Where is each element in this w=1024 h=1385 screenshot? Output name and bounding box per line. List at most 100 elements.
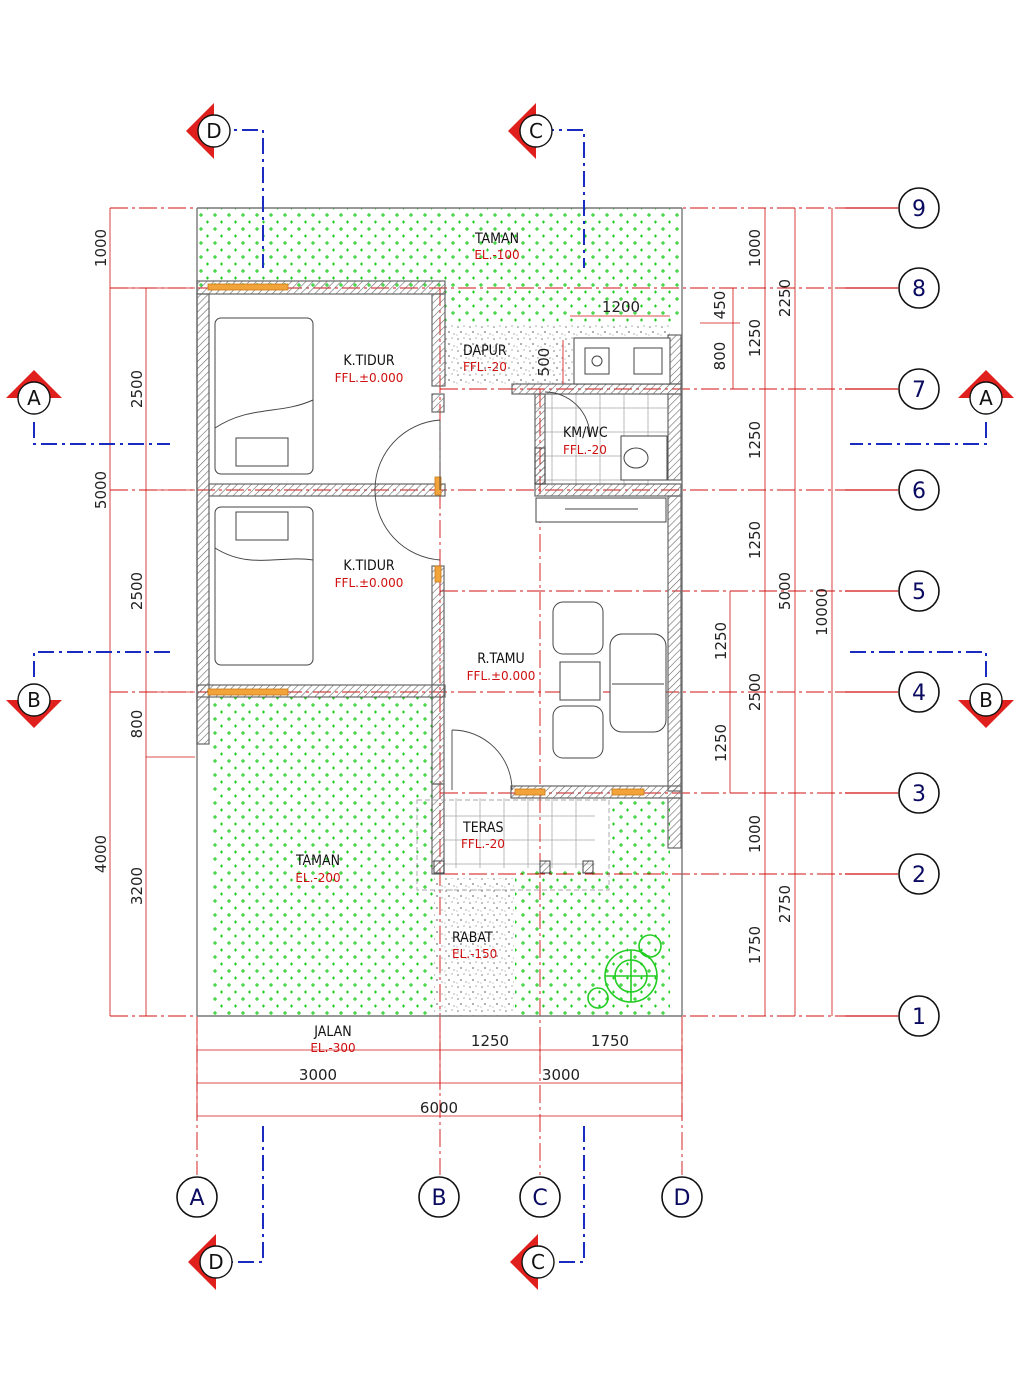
tree-symbol xyxy=(587,934,662,1009)
section-marker-a-left: A xyxy=(6,370,62,415)
svg-text:C: C xyxy=(531,1250,545,1274)
dim-bottom-1a: 1250 xyxy=(471,1032,509,1050)
dim-right-mid-2: 5000 xyxy=(776,572,794,610)
dim-right-inner-1: 1000 xyxy=(746,229,764,267)
garden-hatch xyxy=(197,208,682,1017)
dim-dapur-depth: 500 xyxy=(535,348,553,377)
dim-left-outer-3: 4000 xyxy=(92,835,110,873)
dim-left-inner-1: 2500 xyxy=(128,370,146,408)
dim-left-inner-2: 2500 xyxy=(128,572,146,610)
taman-top-level: EL.-100 xyxy=(474,248,519,262)
svg-text:5: 5 xyxy=(912,580,926,605)
dapur-level: FFL.-20 xyxy=(463,360,507,374)
svg-text:A: A xyxy=(189,1186,204,1211)
dim-bottom-3: 6000 xyxy=(420,1099,458,1117)
section-marker-c-bottom: C xyxy=(510,1234,555,1290)
grid-row-9: 9 xyxy=(845,187,940,229)
dim-right-small-2: 800 xyxy=(711,342,729,371)
grid-col-d: D xyxy=(661,1176,703,1218)
kt2-level: FFL.±0.000 xyxy=(335,576,404,590)
taman-top-name: TAMAN xyxy=(474,231,519,247)
svg-text:D: D xyxy=(674,1186,691,1211)
dim-dapur-width: 1200 xyxy=(602,298,640,316)
jalan-name: JALAN xyxy=(313,1024,351,1040)
dim-right-inner-7: 1750 xyxy=(746,926,764,964)
rabat-paving xyxy=(434,878,514,1016)
grid-col-a: A xyxy=(176,1176,218,1218)
bed-1 xyxy=(214,317,314,475)
svg-text:9: 9 xyxy=(912,197,926,222)
windows xyxy=(207,283,645,796)
dim-bottom-2b: 3000 xyxy=(542,1066,580,1084)
dim-right-inner-4: 1250 xyxy=(746,521,764,559)
dim-left-inner-4: 3200 xyxy=(128,867,146,905)
dim-right-inner-6: 1000 xyxy=(746,815,764,853)
sofa-set xyxy=(552,601,667,759)
svg-text:A: A xyxy=(27,386,41,410)
grid-col-b: B xyxy=(418,1176,460,1218)
tamu-name: R.TAMU xyxy=(477,651,525,667)
section-marker-d-top: D xyxy=(186,103,231,159)
dim-right-mid-3: 2750 xyxy=(776,885,794,923)
kmwc-name: KM/WC xyxy=(563,425,608,441)
dim-tamu-2: 1250 xyxy=(712,724,730,762)
svg-text:1: 1 xyxy=(912,1005,926,1030)
dim-tamu-1: 1250 xyxy=(712,622,730,660)
grid-row-3: 3 xyxy=(845,772,940,814)
dim-right-inner-5: 2500 xyxy=(746,673,764,711)
svg-text:4: 4 xyxy=(912,681,926,706)
rabat-name: RABAT xyxy=(452,930,493,946)
dim-left-outer-1: 1000 xyxy=(92,229,110,267)
svg-text:B: B xyxy=(431,1186,446,1211)
dim-bottom-2a: 3000 xyxy=(299,1066,337,1084)
grid-row-8: 8 xyxy=(845,267,940,309)
grid-col-c: C xyxy=(519,1176,561,1218)
tamu-level: FFL.±0.000 xyxy=(467,669,536,683)
grid-row-4: 4 xyxy=(845,671,940,713)
dim-right-inner-3: 1250 xyxy=(746,421,764,459)
kitchen-counter xyxy=(573,337,671,385)
kt1-name: K.TIDUR xyxy=(343,353,395,369)
section-marker-d-bottom: D xyxy=(188,1234,233,1290)
jalan-level: EL.-300 xyxy=(310,1041,355,1055)
dim-left-outer-2: 5000 xyxy=(92,471,110,509)
svg-text:D: D xyxy=(206,119,221,143)
grid-row-7: 7 xyxy=(845,368,940,410)
dim-right-inner-2: 1250 xyxy=(746,319,764,357)
dim-right-mid-1: 2250 xyxy=(776,279,794,317)
dim-left-inner-3: 800 xyxy=(128,710,146,739)
teras-tiles xyxy=(443,798,595,868)
svg-text:7: 7 xyxy=(912,378,926,403)
dim-right-outer: 10000 xyxy=(813,588,831,636)
grid-column-markers: A B C D xyxy=(176,1176,703,1218)
svg-text:3: 3 xyxy=(912,782,926,807)
section-marker-c-top: C xyxy=(508,103,553,159)
grid-row-2: 2 xyxy=(845,853,940,895)
terrace-columns xyxy=(433,860,594,874)
svg-text:6: 6 xyxy=(912,479,926,504)
tv-cabinet xyxy=(535,497,667,523)
svg-text:C: C xyxy=(529,119,543,143)
svg-text:B: B xyxy=(979,688,993,712)
toilet-fixture xyxy=(534,435,668,485)
svg-text:A: A xyxy=(979,386,993,410)
dimension-lines xyxy=(109,208,833,1120)
grid-row-6: 6 xyxy=(845,469,940,511)
taman-bottom-level: EL.-200 xyxy=(295,871,340,885)
svg-text:8: 8 xyxy=(912,277,926,302)
teras-level: FFL.-20 xyxy=(461,837,505,851)
grid-row-markers: 9 8 7 6 5 4 3 2 1 xyxy=(845,187,940,1037)
dim-bottom-1b: 1750 xyxy=(591,1032,629,1050)
bed-2 xyxy=(214,506,314,666)
section-marker-b-left: B xyxy=(6,683,62,728)
kt2-name: K.TIDUR xyxy=(343,558,395,574)
section-marker-a-right: A xyxy=(958,370,1014,415)
grid-row-1: 1 xyxy=(845,995,940,1037)
kmwc-level: FFL.-20 xyxy=(563,443,607,457)
svg-text:D: D xyxy=(208,1250,223,1274)
svg-text:C: C xyxy=(532,1186,547,1211)
svg-text:2: 2 xyxy=(912,863,926,888)
taman-bottom-name: TAMAN xyxy=(295,853,340,869)
teras-overhang xyxy=(416,799,610,891)
grid-row-5: 5 xyxy=(845,570,940,612)
